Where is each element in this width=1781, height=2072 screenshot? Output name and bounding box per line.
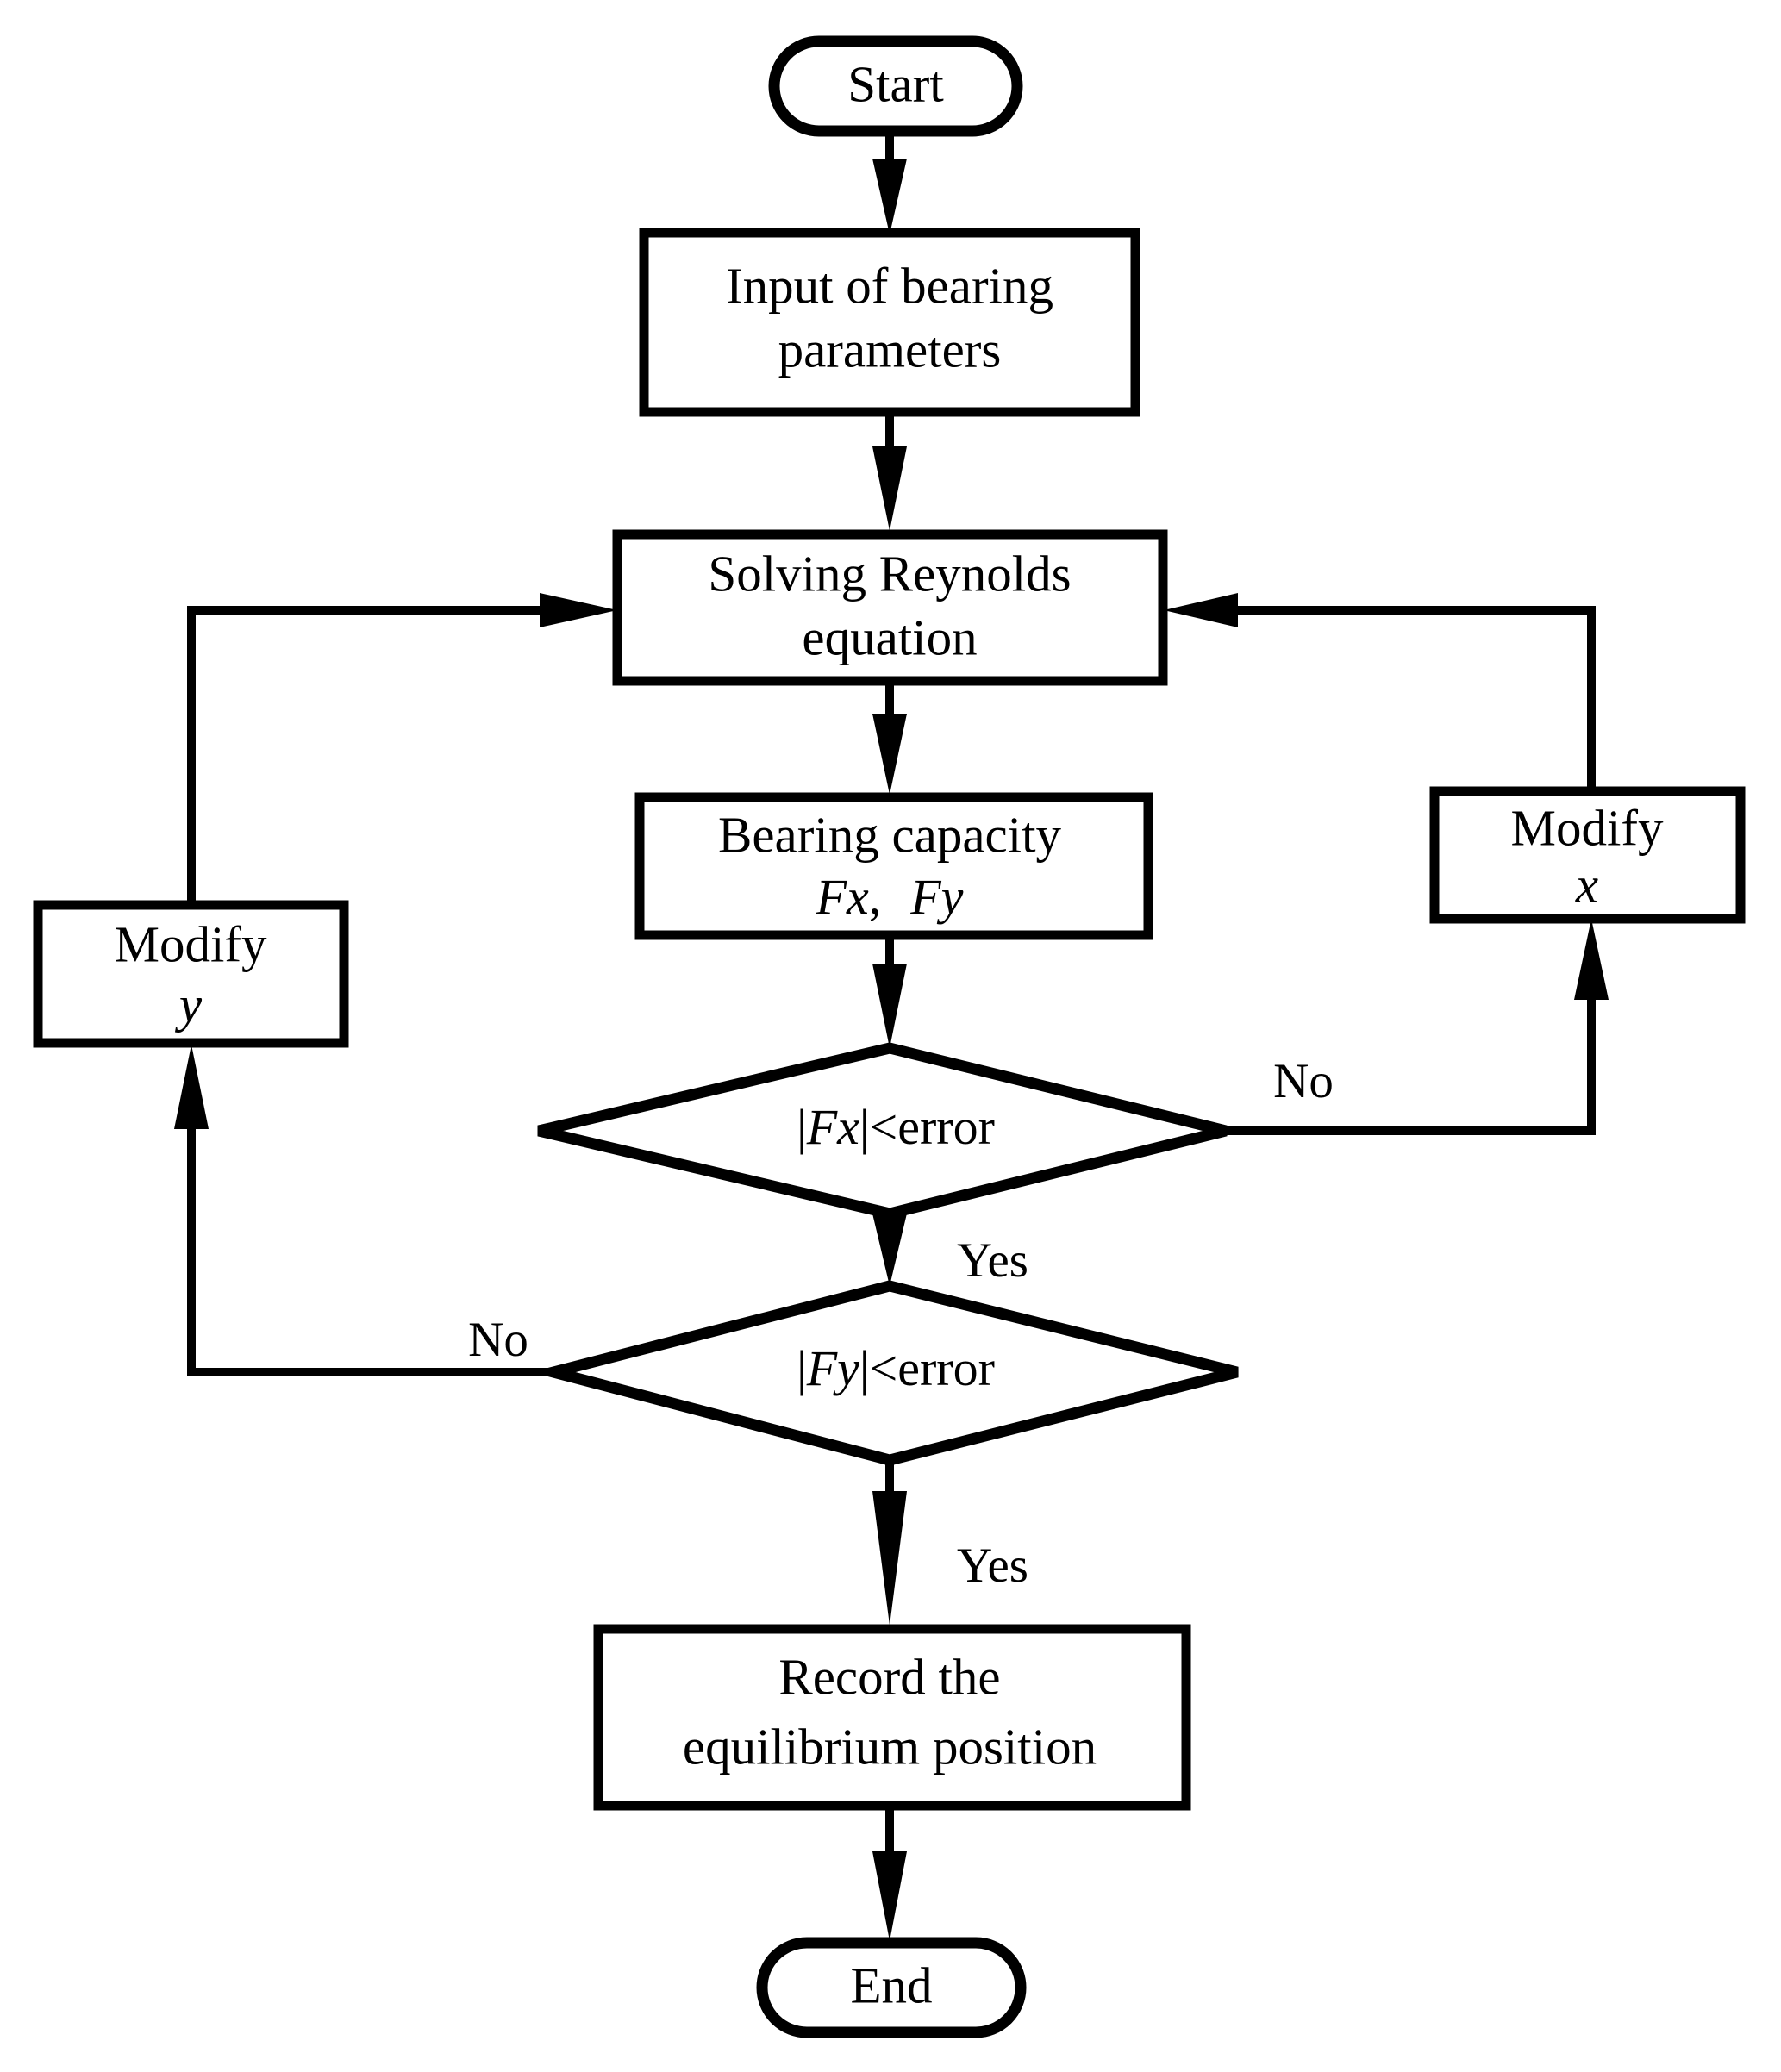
bearing-capacity-fy: Fy bbox=[909, 869, 963, 925]
modify-y-shape bbox=[33, 900, 349, 1048]
input-parameters-shape bbox=[639, 228, 1140, 417]
node-input-parameters[interactable]: Input of bearing parameters bbox=[639, 228, 1140, 417]
node-decision-fy[interactable]: |Fy|<error bbox=[531, 1280, 1239, 1466]
node-bearing-capacity[interactable]: Bearing capacity Fx, Fy bbox=[634, 792, 1153, 940]
edge-capacity-to-decision-fx bbox=[872, 936, 907, 1048]
decision-fx-abs-close: | bbox=[859, 1099, 870, 1155]
decision-fx-shape bbox=[537, 1042, 1228, 1220]
bearing-capacity-forces: Fx, Fy bbox=[816, 869, 964, 925]
decision-fy-var: Fy bbox=[806, 1340, 859, 1396]
node-decision-fx[interactable]: |Fx|<error bbox=[537, 1042, 1228, 1220]
bearing-capacity-label-line1: Bearing capacity bbox=[718, 807, 1062, 864]
edge-solve-to-capacity bbox=[872, 681, 907, 795]
decision-fx-var: Fx bbox=[806, 1099, 859, 1155]
record-equilibrium-shape bbox=[593, 1624, 1191, 1811]
bearing-capacity-fx: Fx bbox=[816, 869, 869, 925]
start-shape bbox=[768, 35, 1023, 137]
decision-fy-abs-close: | bbox=[859, 1340, 870, 1396]
decision-fy-abs-open: | bbox=[797, 1340, 807, 1396]
end-shape bbox=[756, 1937, 1027, 2038]
edge-input-to-solve bbox=[872, 412, 907, 531]
edge-record-to-end bbox=[872, 1806, 907, 1941]
edge-decision-fy-no-to-modify-y bbox=[174, 1045, 566, 1376]
edge-label-fy-no: No bbox=[468, 1313, 528, 1367]
node-modify-y[interactable]: Modify y bbox=[33, 900, 349, 1048]
decision-fx-abs-open: | bbox=[797, 1099, 807, 1155]
record-equilibrium-label-line2: equilibrium position bbox=[683, 1719, 1097, 1776]
bearing-capacity-shape bbox=[634, 792, 1153, 940]
modify-x-shape bbox=[1429, 786, 1746, 924]
edge-start-to-input bbox=[872, 129, 907, 234]
record-equilibrium-label-line1: Record the bbox=[778, 1649, 1000, 1706]
modify-x-label-line1: Modify bbox=[1511, 800, 1665, 857]
node-record-equilibrium[interactable]: Record the equilibrium position bbox=[593, 1624, 1191, 1811]
solving-reynolds-shape bbox=[612, 529, 1168, 686]
solving-reynolds-label-line2: equation bbox=[802, 609, 977, 666]
modify-x-label-variable: x bbox=[1575, 857, 1598, 914]
edge-modify-x-to-solve bbox=[1164, 593, 1596, 789]
edge-modify-y-to-solve bbox=[187, 593, 617, 905]
edge-decision-fx-no-to-modify-x bbox=[1213, 919, 1609, 1135]
decision-fy-label: |Fy|<error bbox=[797, 1340, 995, 1396]
input-parameters-label-line2: parameters bbox=[778, 321, 1002, 378]
input-parameters-label-line1: Input of bearing bbox=[726, 258, 1053, 315]
end-label: End bbox=[850, 1957, 932, 2014]
edge-label-fx-yes: Yes bbox=[957, 1233, 1028, 1288]
decision-fx-compare: <error bbox=[870, 1099, 995, 1155]
edge-label-fx-no: No bbox=[1273, 1054, 1334, 1108]
node-start[interactable]: Start bbox=[768, 35, 1023, 137]
decision-fx-label: |Fx|<error bbox=[797, 1099, 995, 1155]
bearing-capacity-comma: , bbox=[869, 869, 882, 925]
node-modify-x[interactable]: Modify x bbox=[1429, 786, 1746, 924]
node-solving-reynolds[interactable]: Solving Reynolds equation bbox=[612, 529, 1168, 686]
node-end[interactable]: End bbox=[756, 1937, 1027, 2038]
edge-label-fy-yes: Yes bbox=[957, 1538, 1028, 1593]
start-label: Start bbox=[847, 56, 944, 113]
modify-y-label-variable: y bbox=[175, 977, 203, 1033]
decision-fy-shape bbox=[531, 1280, 1239, 1466]
modify-y-label-line1: Modify bbox=[115, 916, 268, 973]
decision-fy-compare: <error bbox=[870, 1340, 995, 1396]
solving-reynolds-label-line1: Solving Reynolds bbox=[708, 546, 1071, 602]
